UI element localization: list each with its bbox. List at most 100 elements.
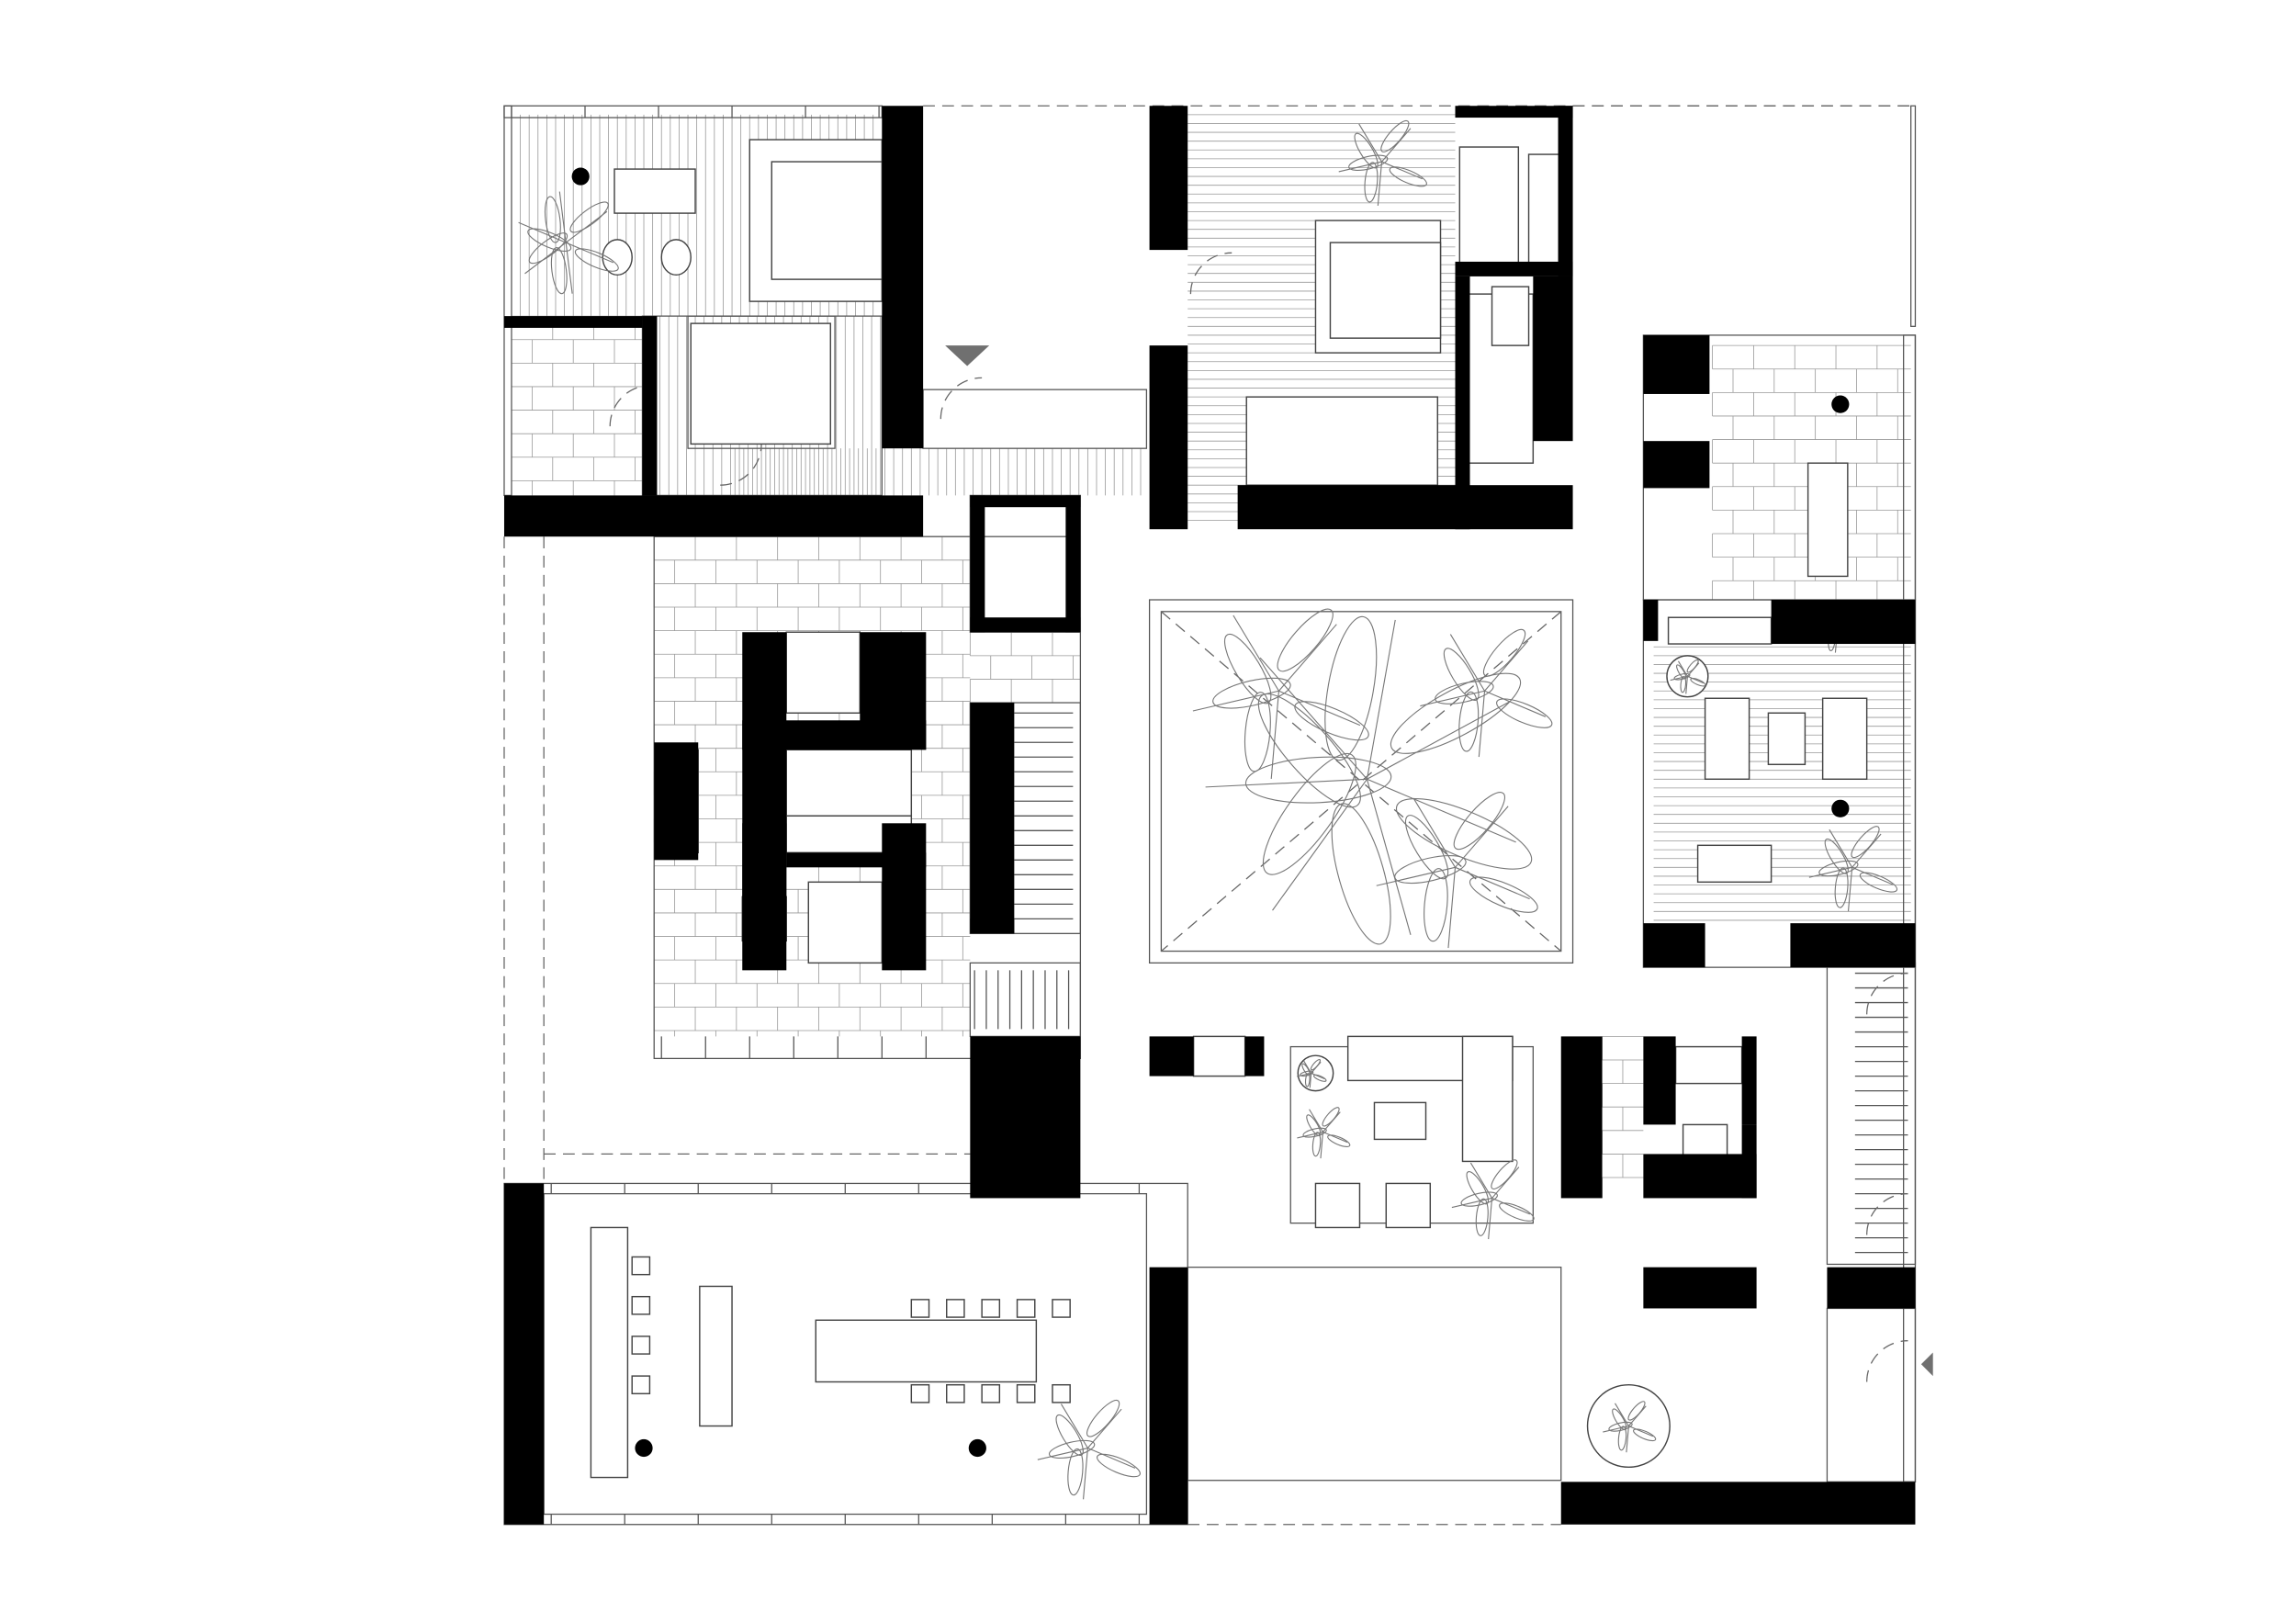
plant-icon [1389,166,1427,187]
plant-stem [1366,619,1396,780]
plant-stem [1670,675,1688,682]
wall [1455,485,1573,530]
plant-icon [1306,1114,1322,1137]
room-outline [1910,105,1917,327]
furniture-piece [1806,462,1849,578]
plant-icon [1458,691,1480,752]
wall [1455,276,1470,530]
furniture-piece [1245,396,1439,486]
wall [1643,334,1710,394]
furniture-piece [1329,242,1442,339]
plant-icon [1244,692,1271,772]
room-outline [1642,599,1917,968]
plant-icon [1354,132,1379,169]
wall [786,852,927,868]
plant-stem [1309,1073,1312,1088]
plant-stem [1205,778,1367,788]
plant-icon [1302,1127,1327,1138]
plant-icon [1331,803,1391,945]
plant-icon [1627,1401,1646,1421]
plant-stem [1037,1447,1088,1460]
chair [631,1336,651,1355]
plant-stem [518,221,567,243]
plant-icon [1818,860,1859,877]
plant-icon [1067,1448,1084,1496]
dashed-boundaries [503,105,1911,1526]
door-swing-icon [720,444,762,486]
wall [1455,106,1573,118]
wall [970,1036,1081,1199]
plant-stem [1087,1448,1136,1469]
plant-stem [1449,634,1485,692]
plant-icon [1322,1107,1340,1127]
room-outline [922,389,1148,449]
chair [981,1383,1001,1403]
plant-icon [1212,677,1291,709]
wall [1771,600,1916,645]
wall [970,919,1015,934]
plant-stem [1603,1425,1629,1433]
plant-icon [1301,1063,1311,1076]
furniture-piece [1674,1045,1743,1085]
plant-stem [1851,833,1882,868]
plant-icon [1443,648,1480,701]
wall [503,1183,545,1525]
plant-icon [1690,678,1706,687]
wall [1643,1154,1757,1199]
chair [631,1375,651,1395]
wall [742,823,787,971]
column-dot-icon [635,1438,653,1458]
plant-icon [544,196,561,243]
furniture-piece [1385,1182,1432,1229]
wall [970,617,1081,633]
wall [1149,1036,1194,1076]
entrance-triangle-icon [1920,1352,1933,1377]
plant-stem [1491,1197,1531,1215]
chair [946,1299,965,1318]
plant-icon [1496,698,1553,728]
plant-icon [528,232,568,265]
plant-icon [527,228,572,252]
plant-stem [1687,675,1705,684]
plant-icon [1499,1202,1535,1222]
armchair [660,239,692,276]
room-outline [969,494,1082,633]
wall [1237,485,1456,530]
wall [1643,1267,1757,1309]
chair [631,1295,651,1315]
plant-icon [1313,1074,1327,1082]
plant-icon [1390,672,1522,754]
plant-stem [1083,1448,1088,1500]
wall [882,106,924,449]
plant-stem [565,242,614,264]
wall [1560,1482,1916,1525]
column-dot-icon [1831,395,1850,413]
door-swing-icon [609,384,652,427]
wall [970,495,1081,508]
plant-stem [1311,1072,1325,1080]
furniture-piece [785,631,861,714]
plant-stem [1451,1197,1492,1209]
plant-icon [1048,1439,1096,1460]
plant-stem [1626,1426,1629,1453]
plant-icon [1404,815,1449,880]
plant-icon [1244,756,1392,804]
wall [654,742,699,861]
plant-stem [1377,162,1383,206]
plant-icon [1348,154,1389,172]
columns [571,167,1850,1458]
wall [1149,345,1188,530]
plant-stem [1381,161,1423,180]
plant-icon [1055,1414,1084,1456]
floor-hatching [511,114,1911,1199]
plant-icon [1612,1408,1627,1431]
wall [1827,1267,1916,1309]
plant-stem [1484,690,1547,717]
wall [1533,276,1573,442]
furniture-piece [1314,1182,1361,1229]
plant-stem [1232,614,1279,692]
wall [503,316,643,328]
plant-stem [1615,1403,1629,1426]
plant-stem [1381,128,1412,163]
plant-stem [1677,660,1688,677]
